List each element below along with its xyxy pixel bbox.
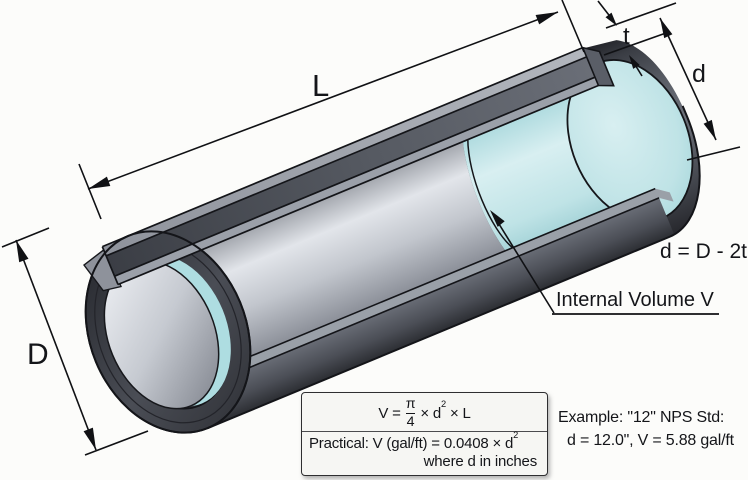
arrowhead-D-top bbox=[16, 240, 29, 263]
ring-notch-cut-face bbox=[83, 247, 122, 292]
pipe-bottom-outline bbox=[207, 105, 701, 430]
witness-line-d-bottom bbox=[686, 146, 741, 161]
bore-volume-boundary-line bbox=[467, 138, 514, 250]
formula-practical: Practical: V (gal/ft) = 0.0408 × d2 bbox=[309, 429, 519, 452]
lower-wall-edges bbox=[225, 187, 660, 379]
arrowhead-D-bottom bbox=[83, 427, 96, 450]
arrowhead-t-upper bbox=[605, 12, 617, 26]
label-inner-diameter-d: d bbox=[692, 60, 706, 88]
arrowhead-L-right bbox=[535, 12, 558, 25]
witness-line-t-inner bbox=[603, 32, 667, 56]
formula-note: where d in inches bbox=[423, 453, 538, 470]
label-length-L: L bbox=[312, 68, 330, 103]
dimension-line-L bbox=[87, 11, 559, 190]
formula-box: V = π 4 × d2 × L Practical: V (gal/ft) =… bbox=[301, 392, 548, 476]
witness-line-D-top bbox=[1, 227, 50, 248]
label-internal-volume: Internal Volume V bbox=[556, 289, 714, 311]
witness-line-L-left bbox=[78, 163, 102, 220]
fraction-bar bbox=[405, 413, 416, 414]
dimension-arrowheads bbox=[16, 12, 716, 450]
arrowhead-d-top bbox=[660, 18, 673, 39]
pi-over-4-fraction: π 4 bbox=[405, 395, 416, 430]
leader-line-internal-volume bbox=[498, 223, 555, 314]
formula-exact: V = π 4 × d2 × L bbox=[302, 393, 547, 429]
formula-exact-lhs: V = bbox=[378, 404, 401, 422]
dimension-line-D bbox=[15, 239, 97, 451]
top-wall-slab-top-face bbox=[102, 47, 587, 256]
fraction-numerator: π bbox=[405, 395, 416, 412]
dimension-line-d bbox=[659, 17, 717, 141]
lower-wall-front bbox=[210, 197, 675, 425]
example-line1: Example: "12" NPS Std: bbox=[558, 409, 725, 426]
arrowhead-d-bottom bbox=[703, 119, 716, 140]
example-line2: d = 12.0", V = 5.88 gal/ft bbox=[567, 432, 734, 450]
formula-exact-tail: × d2 × L bbox=[420, 399, 471, 422]
arrowhead-internal-volume-leader bbox=[490, 210, 505, 227]
witness-line-t-outer bbox=[605, 2, 677, 29]
arrowhead-t-lower bbox=[629, 55, 640, 69]
label-diameter-relation: d = D - 2t bbox=[660, 240, 747, 263]
arrowhead-L-left bbox=[88, 176, 111, 189]
label-wall-thickness-t: t bbox=[623, 23, 630, 50]
top-wall-slab-front-face bbox=[106, 56, 595, 277]
witness-line-D-bottom bbox=[84, 430, 149, 456]
witness-line-L-right bbox=[561, 0, 585, 53]
label-outer-diameter-D: D bbox=[27, 338, 49, 371]
fraction-denominator: 4 bbox=[406, 414, 415, 430]
pipe-front-outline bbox=[84, 230, 252, 434]
formula-divider bbox=[302, 431, 547, 432]
example-block: Example: "12" NPS Std: d = 12.0", V = 5.… bbox=[558, 406, 734, 452]
dimension-annotations bbox=[1, 0, 741, 456]
top-wall-slab-edges bbox=[101, 46, 599, 286]
top-wall-slab-cut-face bbox=[114, 77, 599, 285]
top-wall-slab-end-face bbox=[581, 46, 615, 87]
pipe-illustration bbox=[83, 40, 701, 434]
